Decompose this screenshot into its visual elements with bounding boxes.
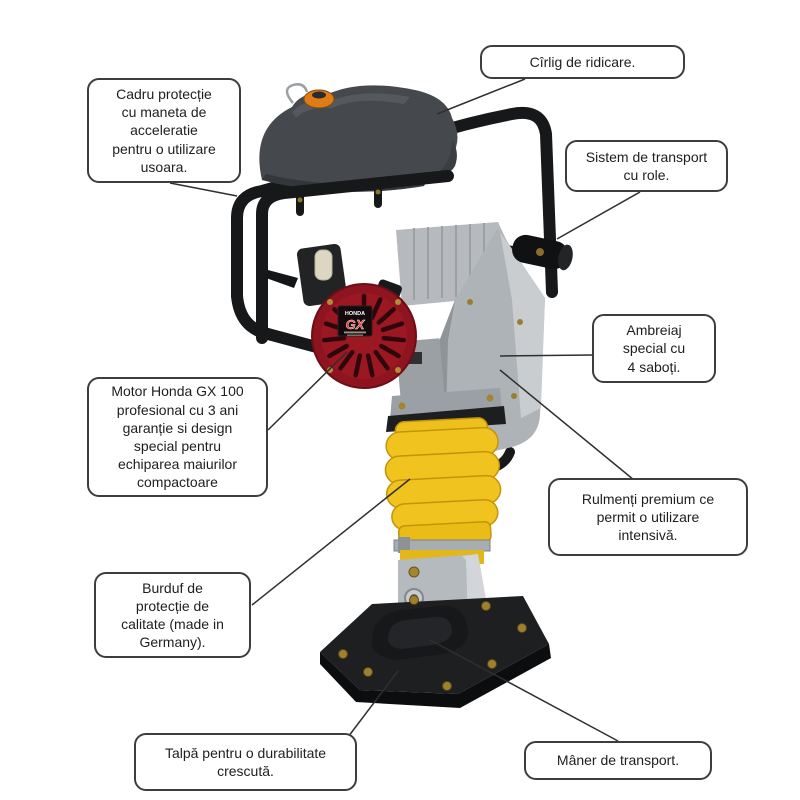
honda-engine: HONDA GX — [311, 283, 417, 389]
lifting-hook-wire — [285, 83, 309, 104]
leader-ambreiaj — [499, 354, 594, 357]
callout-sistem-transport: Sistem de transport cu role. — [565, 140, 728, 192]
callout-motor-honda: Motor Honda GX 100 profesional cu 3 ani … — [87, 377, 268, 497]
leader-talpa — [344, 670, 399, 742]
engine-label: HONDA GX — [337, 305, 373, 337]
callout-rulmenti-text: Rulmenți premium ce permit o utilizare i… — [581, 490, 715, 544]
callout-motor-honda-text: Motor Honda GX 100 profesional cu 3 ani … — [111, 383, 244, 491]
protection-bellows — [384, 417, 502, 547]
callout-rulmenti: Rulmenți premium ce permit o utilizare i… — [548, 478, 748, 556]
leader-cadru — [169, 182, 238, 197]
fan-slots — [321, 293, 407, 378]
foot-plate — [320, 595, 551, 708]
frame-bolt — [375, 189, 381, 195]
callout-maner-transport: Mâner de transport. — [524, 741, 712, 780]
leader-lines — [169, 78, 641, 742]
callout-burduf: Burduf de protecție de calitate (made in… — [94, 572, 251, 658]
callout-maner-transport-text: Mâner de transport. — [556, 752, 680, 769]
engine-model-text: GX — [346, 317, 366, 332]
leader-burduf — [251, 478, 411, 606]
leader-maner — [429, 639, 619, 742]
leader-motor — [267, 351, 348, 431]
frame-bolt — [297, 197, 303, 203]
plate-bolts — [338, 595, 527, 691]
callout-cirlig-ridicare: Cîrlig de ridicare. — [480, 45, 685, 79]
throttle-lever — [266, 270, 298, 288]
transport-roller — [512, 234, 573, 271]
callout-ambreiaj: Ambreiaj special cu 4 saboți. — [592, 314, 716, 383]
callout-talpa: Talpă pentru o durabilitate crescută. — [134, 733, 357, 791]
callout-sistem-transport-text: Sistem de transport cu role. — [585, 148, 708, 183]
callout-cirlig-ridicare-text: Cîrlig de ridicare. — [529, 53, 636, 70]
callout-ambreiaj-text: Ambreiaj special cu 4 saboți. — [622, 322, 686, 375]
fuel-filter — [314, 249, 333, 281]
callout-talpa-text: Talpă pentru o durabilitate crescută. — [164, 744, 327, 779]
callout-cadru-protectie: Cadru protecție cu maneta de acceleratie… — [87, 78, 241, 183]
callout-burduf-text: Burduf de protecție de calitate (made in… — [121, 579, 224, 651]
leader-cirlig — [436, 78, 526, 115]
leader-rulmenti — [499, 369, 635, 481]
engine-brand-text: HONDA — [345, 311, 365, 317]
leader-sistem — [556, 191, 641, 240]
callout-cadru-protectie-text: Cadru protecție cu maneta de acceleratie… — [112, 86, 216, 175]
fuel-cap — [303, 89, 335, 109]
